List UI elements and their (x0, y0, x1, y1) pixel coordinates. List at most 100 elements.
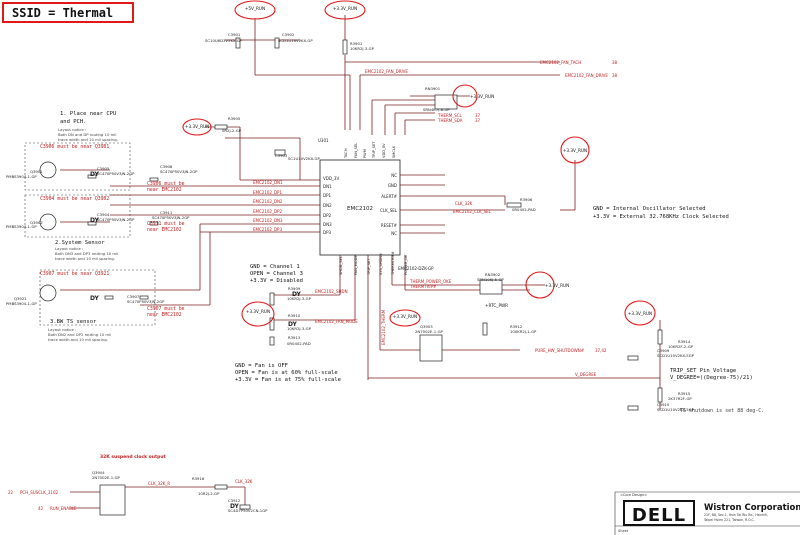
ic-pin-smclk: SMCLK (392, 145, 396, 158)
title-block-addr1: 21F, 88, Sec.1, Hsin Tai Wu Rd., Hsichih… (704, 513, 768, 517)
part-c3908-value: SC470P50V3JN-2GP (160, 169, 198, 174)
part-r3909-value: 10KR2J-3-GP (287, 296, 312, 301)
part-q3921: Q3921 (14, 296, 27, 301)
part-r3914-value: 10KR2F-2-GP (668, 344, 694, 349)
note-fan-off: GND = Fan is OFF (235, 363, 288, 369)
note-osc-external: +3.3V = External 32.768KHz Clock Selecte… (593, 214, 729, 220)
sheet-ref-37a: 37 (475, 113, 481, 118)
part-c3910-value: SCD1U10V2KX-5GP (657, 407, 695, 412)
sheet-ref-22: 22 (8, 490, 14, 495)
sheet-ref-42: 42 (38, 506, 44, 511)
emc2102-ic[interactable]: EMC2102 U301 EMC2102-DZK-GP VDD_3V DN1 D… (318, 138, 434, 276)
rail-3v3-label-f: +3.3V_RUN (246, 309, 270, 314)
part-r3910: R3910 (288, 313, 301, 318)
ssid-title-box: SSID = Thermal (2, 2, 134, 23)
net-labels: EMC2102_FAN_TACH EMC2102_FAN_DRIVE EMC21… (20, 60, 608, 511)
ic-pin-dp1: DP1 (323, 193, 331, 198)
part-q3902: Q3902 (30, 220, 43, 225)
net-clk-32k-r: CLK_32K_R (148, 481, 170, 486)
part-r3905: R3905 (228, 116, 241, 121)
part-c3910: C3910 (657, 402, 670, 407)
ic-pin-reset: RESET# (381, 223, 398, 228)
layout-note-2a: Layout notice : (55, 246, 83, 251)
note-fan-75: +3.3V = Fan is at 75% full-scale (235, 377, 341, 383)
part-c3907-value: SC470P50V3JN-2GP (127, 299, 165, 304)
wires (60, 15, 661, 509)
net-dn3: EMC2102_DN3 (253, 218, 283, 223)
part-c3905-value: SC470P50V3JN-2GP (97, 171, 135, 176)
part-c3902: C3902 (282, 32, 295, 37)
sheet-ref-37b: 37 (475, 118, 481, 123)
ic-pin-nc2: NC (391, 231, 397, 236)
ssid-title: SSID = Thermal (12, 6, 113, 20)
note-c3911-a: C3911 must be (147, 221, 185, 227)
rail-markers (182, 0, 656, 327)
ic-pin-dp2: DP2 (323, 213, 331, 218)
layout-notes: Layout notice : Both DN and DP routing 1… (48, 127, 118, 342)
rail-3v3-label-d: +3.3V_RUN (563, 148, 587, 153)
layout-note-3c: trace width and 10 mil spacing. (48, 337, 108, 342)
net-fan-mode: EMC2102_FAN_MODE (315, 319, 358, 324)
ic-pin-shdnsel: SHDN_SEL (339, 256, 343, 275)
rail-labels: +5V_RUN +3.3V_RUN +3.3V_RUN +3.3V_RUN +3… (185, 6, 652, 319)
net-pch-susclk: PCH_SUSCLK_3102 (20, 490, 58, 495)
note-place-cpu: 1. Place near CPU (60, 111, 116, 117)
note-c3904-q: C3904 must be near Q3902 (40, 196, 109, 202)
net-emc2102-therm: EMC2102_THERM (381, 309, 386, 345)
note-suspend-clock: 32K suspend clock output (100, 454, 167, 460)
net-fan-drive-off: EMC2102_FAN_DRIVE (565, 73, 608, 78)
ic-pin-alert: ALERT# (381, 194, 397, 199)
components (39, 37, 663, 516)
layout-note-3a: Layout notice : (48, 327, 76, 332)
part-r3912-value: 100KR2J-1-GP (510, 329, 537, 334)
net-shdn: EMC2102_SHDN (315, 289, 348, 294)
cap-notes: C3906 must be near Q3901 C3906 must be n… (40, 144, 185, 318)
rail-3v3-label-e: +3.3V_RUN (545, 283, 569, 288)
part-c3912: C3912 (228, 498, 241, 503)
ic-pin-tripset: TRIP_SET (367, 258, 371, 276)
ic-part: EMC2102-DZK-GP (398, 266, 434, 271)
layout-note-1c: trace width and 10 mil spacing. (58, 137, 118, 142)
note-c3907-a: C3907 must be (147, 306, 185, 312)
part-r3906: R3906 (520, 197, 533, 202)
ic-pin-sysshdn: SYS_SHDN# (379, 253, 383, 275)
part-r3909: R3909 (288, 286, 301, 291)
net-clk-32k-b: CLK_32K (235, 479, 253, 484)
note-nb-sensor: 3.BW TS sensor (50, 319, 97, 325)
net-clk-32k: CLK_32K (455, 201, 473, 206)
part-q3904-value: 2N7002E-1-GP (92, 475, 121, 480)
ic-pin-dn1: DN1 (323, 184, 332, 189)
part-c3904: C3904 (97, 212, 110, 217)
sensor-boxes (24, 142, 156, 326)
title-block-label: <Core Design> (620, 493, 647, 497)
net-pure-hw-shutdown: PURE_HW_SHUTDOWN# (535, 348, 585, 353)
note-ts-shutdown: TS shutdown is set 88 deg-C. (680, 408, 764, 414)
net-dn2: EMC2102_DN2 (253, 199, 283, 204)
part-r3916-value: 10R2J-2-GP (198, 491, 220, 496)
net-dp1: EMC2102_DP1 (253, 190, 282, 195)
part-q3901-value: PMBS3904-1-GP (6, 174, 37, 179)
note-open-ch3: OPEN = Channel 3 (250, 271, 303, 277)
note-v3-disabled: +3.3V = Disabled (250, 278, 303, 284)
sheet-ref-38a: 38 (612, 60, 618, 65)
part-c3901: C3901 (228, 32, 241, 37)
ic-pin-fansel: FAN_SEL (354, 143, 358, 158)
note-c3906-b: near EMC2102 (147, 187, 182, 193)
ic-pin-vdd5v: VDD_5V (382, 143, 386, 158)
part-r3914: R3914 (678, 339, 691, 344)
part-r3912: R3912 (510, 324, 523, 329)
ic-pin-nc1: NC (391, 173, 397, 178)
ic-pin-clksel: CLK_SEL (380, 208, 398, 213)
ic-pin-pwm: PWM (363, 149, 367, 158)
dy-marker-6: DY (230, 503, 240, 510)
rail-rtc-label: +RTC_PWR (485, 303, 508, 308)
note-system-sensor: 2.System Sensor (55, 240, 105, 246)
net-dp2: EMC2102_DP2 (253, 209, 282, 214)
net-thermtrip: THERMTRIP# (409, 284, 437, 289)
part-c3908: C3908 (160, 164, 173, 169)
net-fan-drive: EMC2102_FAN_DRIVE (365, 69, 408, 74)
title-block-company: Wistron Corporation (704, 503, 800, 513)
dy-markers: DY DY DY DY DY DY (90, 171, 302, 510)
part-c3909: C3909 (657, 348, 670, 353)
part-r3916: R3916 (192, 476, 205, 481)
